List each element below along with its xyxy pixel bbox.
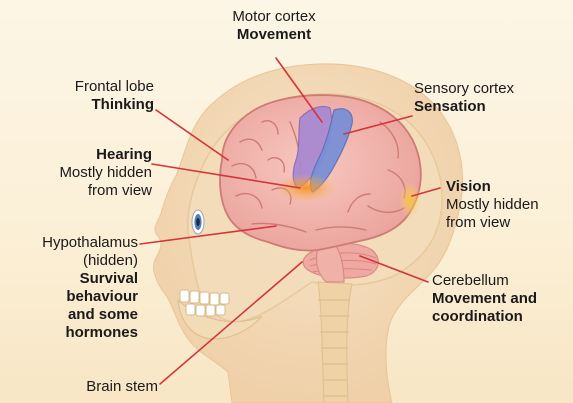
motor-cortex-name: Motor cortex [204, 8, 344, 26]
hearing-function: Hearing [10, 146, 152, 164]
label-hearing: Hearing Mostly hidden from view [10, 146, 152, 200]
vision-note-1: Mostly hidden [446, 196, 539, 214]
label-frontal-lobe: Frontal lobe Thinking [20, 78, 154, 114]
hearing-note-2: from view [10, 182, 152, 200]
sensory-cortex-function: Sensation [414, 98, 514, 116]
vision-area [399, 182, 421, 218]
sensory-cortex-name: Sensory cortex [414, 80, 514, 98]
vision-note-2: from view [446, 214, 539, 232]
label-cerebellum: Cerebellum Movement and coordination [432, 272, 537, 326]
hypothalamus-function-1: Survival [2, 270, 138, 288]
label-sensory-cortex: Sensory cortex Sensation [414, 80, 514, 116]
cerebellum-function-1: Movement and [432, 290, 537, 308]
hearing-note-1: Mostly hidden [10, 164, 152, 182]
eye [192, 210, 204, 234]
label-motor-cortex: Motor cortex Movement [204, 8, 344, 44]
hearing-area [276, 174, 336, 202]
label-hypothalamus: Hypothalamus (hidden) Survival behaviour… [2, 234, 138, 342]
cerebellum-name: Cerebellum [432, 272, 537, 290]
label-vision: Vision Mostly hidden from view [446, 178, 539, 232]
brain-stem-name: Brain stem [30, 378, 158, 396]
frontal-lobe-name: Frontal lobe [20, 78, 154, 96]
hypothalamus-note: (hidden) [2, 252, 138, 270]
frontal-lobe-function: Thinking [20, 96, 154, 114]
hypothalamus-function-2: behaviour [2, 288, 138, 306]
vision-function: Vision [446, 178, 539, 196]
motor-cortex-function: Movement [204, 26, 344, 44]
cerebellum-function-2: coordination [432, 308, 537, 326]
hypothalamus-function-4: hormones [2, 324, 138, 342]
hypothalamus-function-3: and some [2, 306, 138, 324]
label-brain-stem: Brain stem [30, 378, 158, 396]
hypothalamus-name: Hypothalamus [2, 234, 138, 252]
